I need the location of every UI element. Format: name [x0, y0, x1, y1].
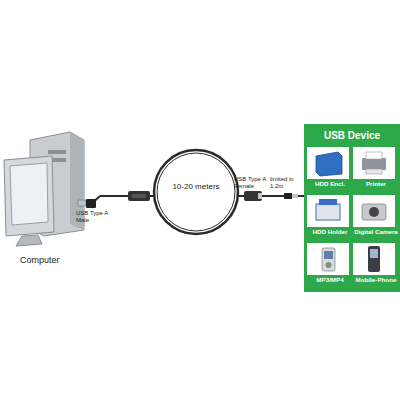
- device-tile: MP3/MP4: [305, 243, 355, 287]
- usb-a-male-plug: [86, 199, 96, 208]
- computer-illustration: [4, 132, 84, 246]
- printer-icon: [362, 158, 386, 170]
- device-tile: Digital Camera: [351, 195, 400, 239]
- monitor-screen: [10, 163, 48, 225]
- device-label: Mobile-Phone: [351, 276, 400, 283]
- hdd-holder-icon: [316, 204, 340, 220]
- connector-label: USB Type A Male: [76, 210, 108, 223]
- device-icons: [307, 147, 395, 275]
- device-panel: USB DeviceHDD Encl.PrinterHDD HolderDigi…: [304, 124, 400, 292]
- mp3-wheel: [326, 262, 332, 268]
- device-label: Printer: [351, 180, 400, 187]
- phone-screen: [370, 249, 378, 258]
- icon-tile: [307, 195, 349, 227]
- usb-a-male-tip: [78, 200, 86, 206]
- repeater-detail: [132, 194, 146, 198]
- hdd-enclosure-icon: [316, 152, 342, 176]
- panel-title: USB Device: [304, 130, 400, 142]
- length-note: limited in 1.2m: [270, 176, 302, 189]
- mobile-phone-icon: [368, 246, 380, 272]
- icon-tile: [353, 195, 395, 227]
- cable-coil: [157, 153, 235, 231]
- device-label: HDD Holder: [305, 228, 355, 235]
- icon-tile: [307, 147, 349, 179]
- camera-icon: [362, 204, 386, 220]
- icon-tile: [307, 243, 349, 275]
- device-tile: HDD Holder: [305, 195, 355, 239]
- cable-coil: [154, 150, 238, 234]
- cable-segment: [100, 195, 128, 197]
- cable-segment: [262, 195, 284, 197]
- socket-opening: [258, 193, 262, 199]
- device-tile: Mobile-Phone: [351, 243, 400, 287]
- device-label: HDD Encl.: [305, 180, 355, 187]
- device-tile: HDD Encl.: [305, 147, 355, 191]
- monitor-stand: [16, 235, 42, 246]
- device-plug: [284, 193, 292, 199]
- connector-label: USB Type A Female: [234, 176, 268, 189]
- device-label: Digital Camera: [351, 228, 400, 235]
- icon-tile: [353, 243, 395, 275]
- printer-tray: [366, 169, 382, 174]
- mp3-screen: [324, 251, 333, 259]
- printer-paper: [366, 152, 382, 159]
- device-tile: Printer: [351, 147, 400, 191]
- computer-label: Computer: [20, 256, 80, 266]
- mp3-player-icon: [322, 248, 335, 271]
- cable-segment: [238, 195, 244, 197]
- monitor-frame: [4, 156, 54, 236]
- drive-bay: [48, 150, 66, 154]
- length-label: 10-20 meters: [166, 183, 226, 192]
- cable: [84, 150, 306, 234]
- usb-a-female-socket: [244, 191, 262, 201]
- hdd-holder-drive: [319, 199, 337, 205]
- device-label: MP3/MP4: [305, 276, 355, 283]
- camera-lens: [369, 207, 379, 217]
- repeater-box: [128, 191, 150, 201]
- device-panel-ground: [304, 124, 400, 292]
- device-plug-tip: [292, 194, 298, 198]
- icon-tile: [353, 147, 395, 179]
